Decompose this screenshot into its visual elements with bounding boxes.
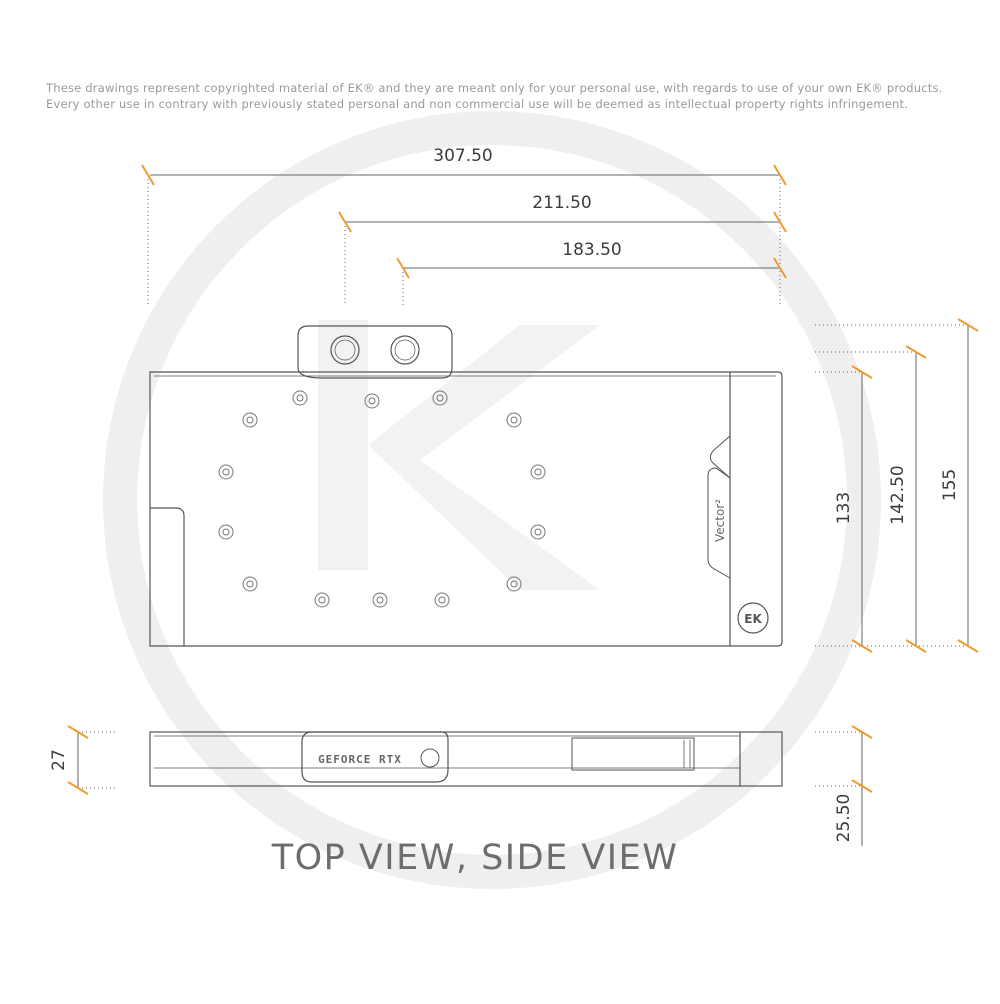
- view-caption: TOP VIEW, SIDE VIEW: [271, 838, 679, 878]
- inlet-port-inner: [334, 339, 356, 361]
- tick: [773, 211, 787, 233]
- watermark-ring: [103, 111, 881, 889]
- outlet-port: [390, 335, 420, 365]
- screw: [530, 464, 546, 480]
- tick: [957, 318, 979, 332]
- inlet-port: [330, 335, 360, 365]
- tick: [851, 365, 873, 379]
- screw: [242, 576, 258, 592]
- side-outline: [149, 731, 783, 787]
- tick: [957, 639, 979, 653]
- dim-height-overall-label: 155: [940, 469, 960, 501]
- right-panel-notch: [707, 467, 731, 579]
- vector-model-text: Vector²: [713, 499, 727, 542]
- copyright-notice-line-1: These drawings represent copyrighted mat…: [46, 81, 943, 95]
- tick: [851, 779, 873, 793]
- geforce-rtx-badge: GEFORCE RTX: [318, 753, 402, 766]
- right-panel-notch-top: [709, 435, 731, 479]
- outlet-port-inner: [394, 339, 416, 361]
- screw: [372, 592, 388, 608]
- side-bracket: [571, 737, 695, 771]
- tick: [338, 211, 352, 233]
- dim-side-height-label: 25.50: [834, 794, 854, 843]
- tick: [905, 345, 927, 359]
- screw: [218, 464, 234, 480]
- screw: [218, 524, 234, 540]
- watermark-k-stem: [318, 320, 368, 570]
- dimension-lines: [77, 174, 969, 846]
- tick: [67, 781, 89, 795]
- tick: [141, 164, 155, 186]
- plate-left-cut: [150, 507, 185, 646]
- dimension-ticks: [67, 164, 979, 795]
- screw: [314, 592, 330, 608]
- tick: [396, 257, 410, 279]
- ek-logo-text: EK: [744, 612, 762, 626]
- side-view: [149, 731, 783, 787]
- screw: [434, 592, 450, 608]
- dim-side-thickness-label: 27: [49, 749, 69, 771]
- screw: [364, 393, 380, 409]
- plate-outline: [149, 371, 783, 647]
- tick: [773, 164, 787, 186]
- dim-height-mid-label: 142.50: [888, 465, 908, 524]
- side-terminal: [301, 731, 449, 783]
- ek-watermark: [103, 111, 881, 889]
- side-ek-badge: [420, 748, 440, 768]
- screw: [242, 412, 258, 428]
- top-view: [149, 325, 783, 647]
- tick: [905, 639, 927, 653]
- dim-height-body-label: 133: [834, 492, 854, 524]
- tick: [851, 639, 873, 653]
- dim-width-terminal-label: 211.50: [532, 193, 591, 213]
- tick: [773, 257, 787, 279]
- screw: [506, 412, 522, 428]
- screw: [506, 576, 522, 592]
- screws: [218, 390, 546, 608]
- screw: [432, 390, 448, 406]
- terminal-outline: [297, 325, 453, 379]
- tick: [851, 725, 873, 739]
- watermark-k-arms: [368, 325, 600, 590]
- tick: [67, 725, 89, 739]
- screw: [292, 390, 308, 406]
- screw: [530, 524, 546, 540]
- copyright-notice-line-2: Every other use in contrary with previou…: [46, 97, 909, 111]
- ek-logo-badge: [737, 602, 769, 634]
- dim-width-overall-label: 307.50: [433, 146, 492, 166]
- dim-width-port-label: 183.50: [562, 240, 621, 260]
